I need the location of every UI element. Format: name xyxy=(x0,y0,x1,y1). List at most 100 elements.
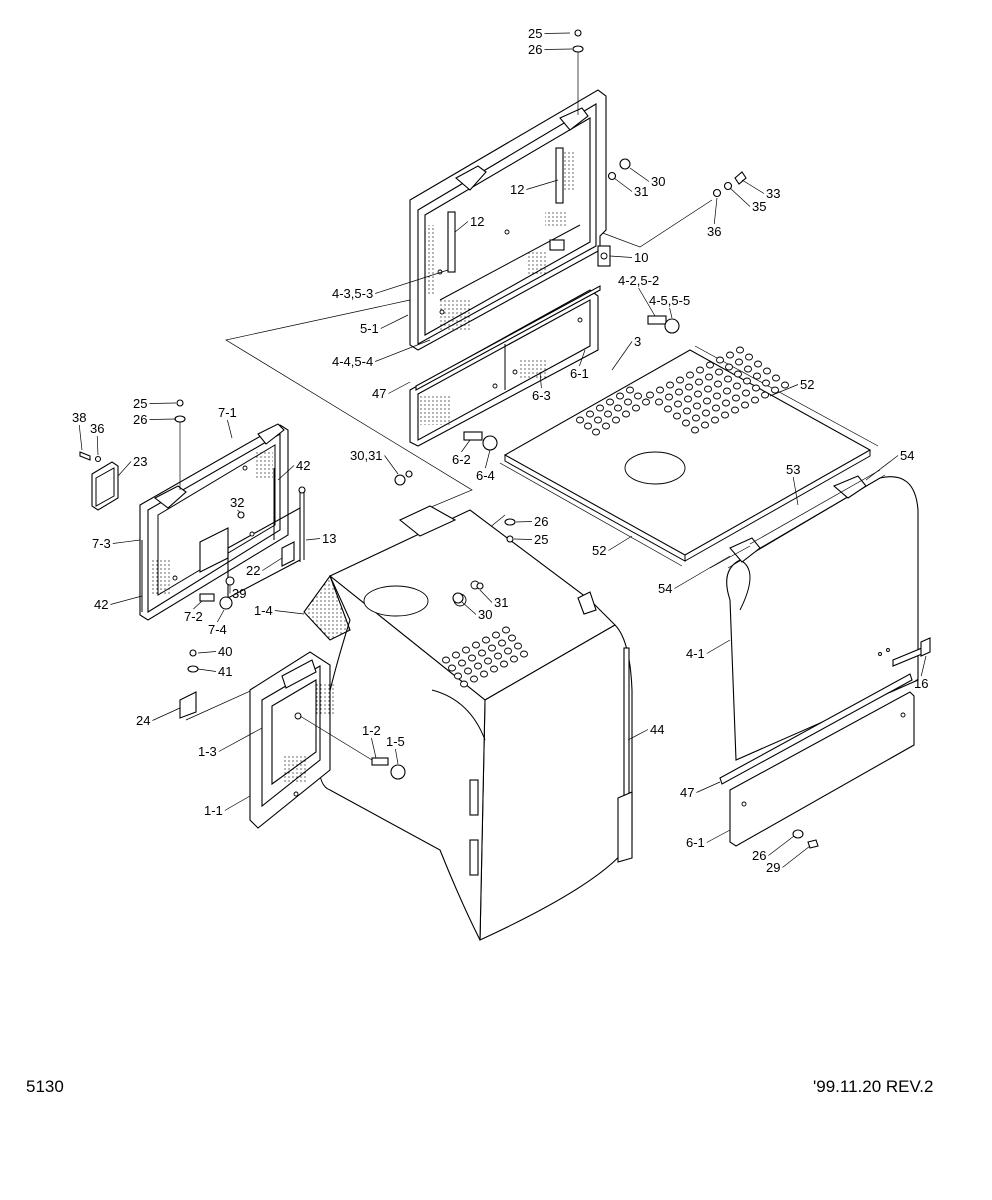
callout-text: 42 xyxy=(296,458,310,473)
lower-door-panel xyxy=(409,285,601,447)
callout-text: 35 xyxy=(752,199,766,214)
perforation-hole xyxy=(741,401,749,409)
callout-10: 10 xyxy=(609,250,648,265)
callout-text: 7-4 xyxy=(208,622,227,637)
callout-text: 4-2,5-2 xyxy=(618,273,659,288)
callout-text: 6-1 xyxy=(686,835,705,850)
perforation-hole xyxy=(626,386,634,394)
perforation-hole xyxy=(492,631,500,639)
page-code: 5130 xyxy=(26,1077,64,1096)
callout-7-3: 7-3 xyxy=(92,536,141,551)
callout-leader xyxy=(611,341,633,371)
top-door-panel xyxy=(409,89,607,351)
perforation-hole xyxy=(705,373,713,381)
perforation-hole xyxy=(733,382,741,390)
perforation-hole xyxy=(616,392,624,400)
callout-text: 4-1 xyxy=(686,646,705,661)
left-side-door xyxy=(139,423,301,621)
callout-leader xyxy=(277,465,295,481)
callout-leader xyxy=(920,655,927,677)
callout-26d: 26 xyxy=(752,835,795,863)
callout-leader xyxy=(395,748,399,765)
perforation-hole xyxy=(714,380,722,388)
callout-text: 32 xyxy=(230,495,244,510)
perforation-hole xyxy=(742,389,750,397)
callout-text: 26 xyxy=(528,42,542,57)
perforation-hole xyxy=(576,416,584,424)
callout-text: 7-1 xyxy=(218,405,237,420)
callout-leader xyxy=(706,639,731,654)
callout-leader xyxy=(669,307,673,319)
callout-36b: 36 xyxy=(90,421,104,456)
callout-leader xyxy=(149,418,177,420)
callout-leader xyxy=(513,538,533,540)
callout-leader xyxy=(110,595,143,605)
perforation-hole xyxy=(725,363,733,371)
perforation-hole xyxy=(703,397,711,405)
perforation-hole xyxy=(721,411,729,419)
callout-6-1a: 6-1 xyxy=(570,349,589,381)
perforation-hole xyxy=(634,392,642,400)
perforation-hole xyxy=(692,414,700,422)
perforation-hole xyxy=(722,399,730,407)
perforation-hole xyxy=(460,680,468,688)
perforation-hole xyxy=(724,375,732,383)
callout-leader xyxy=(674,555,731,589)
callout-7-4: 7-4 xyxy=(208,609,227,637)
callout-leader xyxy=(224,795,251,811)
perforation-hole xyxy=(754,360,762,368)
perforation-hole xyxy=(712,404,720,412)
callout-1-2: 1-2 xyxy=(362,723,381,759)
callout-13: 13 xyxy=(305,531,336,546)
callout-text: 54 xyxy=(900,448,914,463)
perforation-hole xyxy=(762,379,770,387)
perforation-hole xyxy=(704,385,712,393)
callout-text: 30 xyxy=(651,174,665,189)
callout-leader xyxy=(613,177,633,192)
callout-36a: 36 xyxy=(707,197,721,239)
perforation-hole xyxy=(462,646,470,654)
perforation-hole xyxy=(484,657,492,665)
callout-leader xyxy=(696,781,721,793)
perforation-hole xyxy=(514,642,522,650)
callout-text: 30 xyxy=(478,607,492,622)
perforation-hole xyxy=(586,410,594,418)
perforation-hole xyxy=(735,358,743,366)
perforation-hole xyxy=(716,356,724,364)
bolt-32 xyxy=(237,511,245,519)
callout-leader xyxy=(380,314,409,329)
callout-leader xyxy=(149,402,177,404)
callout-47a: 47 xyxy=(372,381,411,401)
callout-leader xyxy=(197,668,217,672)
perforation-hole xyxy=(693,402,701,410)
callout-text: 25 xyxy=(133,396,147,411)
callout-leader xyxy=(217,609,225,623)
callout-30b: 30 xyxy=(461,601,492,622)
callout-53: 53 xyxy=(786,462,800,506)
callout-leader xyxy=(544,32,571,34)
callout-leader xyxy=(609,255,633,258)
perforation-hole xyxy=(743,377,751,385)
perforation-hole xyxy=(614,404,622,412)
callout-text: 33 xyxy=(766,186,780,201)
bracket-rear xyxy=(617,791,633,863)
main-housing-body xyxy=(318,505,633,941)
perforation-hole xyxy=(478,649,486,657)
callout-54a: 54 xyxy=(865,448,914,481)
callout-text: 1-5 xyxy=(386,734,405,749)
nut-washer-30-31-upper xyxy=(394,470,413,486)
rod-13 xyxy=(298,486,306,562)
right-side-door xyxy=(709,469,931,761)
callout-text: 6-4 xyxy=(476,468,495,483)
callout-33: 33 xyxy=(741,179,780,201)
callout-leader xyxy=(782,845,811,868)
callout-text: 38 xyxy=(72,410,86,425)
perforation-hole xyxy=(472,641,480,649)
perforation-hole xyxy=(468,654,476,662)
callout-text: 36 xyxy=(90,421,104,436)
perforation-hole xyxy=(470,675,478,683)
callout-leader xyxy=(792,476,799,506)
callout-leader xyxy=(638,287,656,317)
callout-leader xyxy=(769,384,799,397)
